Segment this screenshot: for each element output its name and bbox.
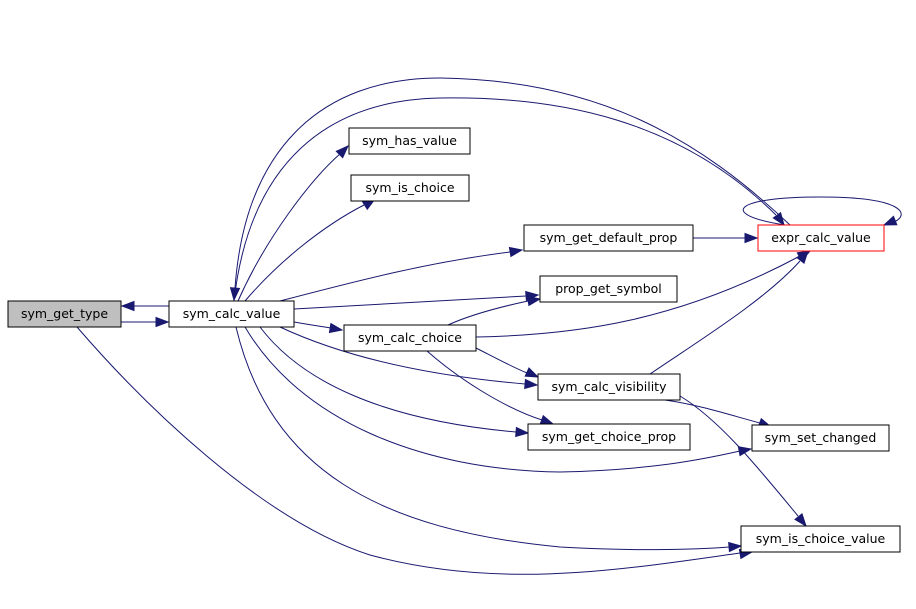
node-label: sym_has_value bbox=[362, 133, 457, 148]
node-sym-calc-visibility[interactable]: sym_calc_visibility bbox=[537, 373, 681, 401]
edge-arrowhead bbox=[229, 287, 241, 302]
edge-sym-calc-choice-to-sym-calc-visibility bbox=[475, 347, 540, 378]
edge-sym-calc-visibility-to-sym-is-choice-value bbox=[679, 395, 807, 528]
edge-arrowhead bbox=[515, 426, 530, 438]
node-box bbox=[740, 525, 901, 553]
edge-line bbox=[475, 347, 528, 374]
edge-arrowhead bbox=[524, 378, 539, 390]
edge-arrowhead bbox=[794, 512, 807, 528]
edge-sym-calc-value-to-sym-has-value bbox=[237, 144, 350, 302]
edge-sym-calc-visibility-to-expr-calc-value bbox=[649, 249, 809, 375]
edge-sym-calc-value-to-sym-set-changed bbox=[244, 326, 753, 473]
edge-line bbox=[235, 326, 730, 551]
edge-arrowhead bbox=[526, 295, 542, 307]
node-sym-is-choice-value[interactable]: sym_is_choice_value bbox=[740, 525, 901, 553]
edge-sym-calc-choice-to-sym-get-choice-prop bbox=[426, 350, 555, 425]
node-label: sym_get_type bbox=[21, 306, 108, 321]
edge-arrowhead bbox=[772, 211, 785, 227]
node-box bbox=[350, 174, 470, 202]
node-label: sym_calc_visibility bbox=[552, 379, 668, 394]
edge-sym-get-type-to-sym-calc-value bbox=[121, 316, 170, 328]
node-expr-calc-value[interactable]: expr_calc_value bbox=[757, 224, 885, 252]
node-box bbox=[168, 300, 295, 328]
node-box bbox=[539, 275, 678, 303]
edge-sym-calc-value-to-sym-get-default-prop bbox=[279, 246, 524, 302]
node-box bbox=[527, 423, 691, 451]
edge-arrowhead bbox=[539, 414, 555, 425]
edge-line bbox=[244, 204, 365, 302]
node-box bbox=[348, 127, 471, 155]
edge-line bbox=[293, 295, 527, 310]
edge-sym-calc-value-to-expr-calc-value bbox=[233, 97, 785, 302]
node-box bbox=[523, 224, 694, 252]
edge-arrowhead bbox=[737, 446, 753, 457]
node-label: sym_is_choice bbox=[365, 180, 454, 195]
edge-sym-calc-choice-to-prop-get-symbol bbox=[447, 295, 542, 326]
node-sym-has-value[interactable]: sym_has_value bbox=[348, 127, 471, 155]
node-sym-get-type[interactable]: sym_get_type bbox=[7, 300, 122, 328]
node-label: sym_calc_value bbox=[183, 306, 281, 321]
edge-arrowhead bbox=[744, 232, 759, 244]
edge-sym-calc-value-to-sym-is-choice-value bbox=[235, 326, 743, 553]
edge-sym-calc-value-to-prop-get-symbol bbox=[293, 290, 540, 310]
edge-line bbox=[234, 77, 791, 289]
edge-line bbox=[293, 321, 332, 329]
edge-arrowhead bbox=[728, 541, 743, 553]
node-box bbox=[757, 224, 885, 252]
edge-line bbox=[742, 196, 902, 226]
edge-line bbox=[259, 326, 517, 433]
node-sym-set-changed[interactable]: sym_set_changed bbox=[751, 424, 890, 452]
edge-arrowhead bbox=[328, 322, 344, 334]
edge-line bbox=[475, 255, 801, 338]
edge-arrowhead bbox=[796, 249, 809, 265]
node-sym-get-choice-prop[interactable]: sym_get_choice_prop bbox=[527, 423, 691, 451]
node-sym-get-default-prop[interactable]: sym_get_default_prop bbox=[523, 224, 694, 252]
edge-sym-calc-visibility-to-sym-set-changed bbox=[664, 399, 773, 428]
node-label: sym_get_choice_prop bbox=[542, 429, 676, 444]
edge-line bbox=[76, 326, 741, 575]
node-box bbox=[7, 300, 122, 328]
edge-line bbox=[279, 251, 511, 302]
edges-layer bbox=[76, 77, 902, 575]
edge-sym-calc-value-to-sym-get-choice-prop bbox=[259, 326, 530, 438]
edge-arrowhead bbox=[120, 300, 135, 312]
edge-arrowhead bbox=[524, 367, 540, 378]
edge-line bbox=[679, 395, 799, 517]
edge-line bbox=[664, 399, 761, 424]
edge-line bbox=[279, 326, 526, 385]
node-prop-get-symbol[interactable]: prop_get_symbol bbox=[539, 275, 678, 303]
edge-expr-calc-value-to-sym-calc-value bbox=[229, 77, 791, 302]
node-box bbox=[751, 424, 890, 452]
edge-line bbox=[244, 326, 741, 473]
node-label: prop_get_symbol bbox=[555, 281, 662, 296]
node-label: sym_get_default_prop bbox=[540, 230, 678, 245]
node-label: expr_calc_value bbox=[771, 230, 871, 245]
edge-line bbox=[233, 97, 777, 302]
node-label: sym_is_choice_value bbox=[756, 531, 886, 546]
node-box bbox=[537, 373, 681, 401]
node-box bbox=[343, 324, 477, 352]
edge-sym-calc-value-to-sym-calc-choice bbox=[293, 321, 344, 334]
edge-line bbox=[237, 152, 342, 302]
node-label: sym_calc_choice bbox=[358, 330, 462, 345]
edge-expr-calc-value-to-expr-calc-value bbox=[742, 196, 902, 226]
edge-sym-calc-value-to-sym-get-type bbox=[120, 300, 169, 312]
edge-sym-calc-value-to-sym-calc-visibility bbox=[279, 326, 539, 390]
edge-line bbox=[426, 350, 543, 421]
edge-arrowhead bbox=[335, 144, 350, 159]
node-sym-is-choice[interactable]: sym_is_choice bbox=[350, 174, 470, 202]
node-label: sym_set_changed bbox=[765, 430, 877, 445]
edge-sym-get-default-prop-to-expr-calc-value bbox=[693, 232, 759, 244]
edge-line bbox=[649, 260, 801, 375]
edge-arrowhead bbox=[508, 246, 524, 258]
edge-arrowhead bbox=[155, 316, 170, 328]
node-sym-calc-choice[interactable]: sym_calc_choice bbox=[343, 324, 477, 352]
edge-arrowhead bbox=[882, 215, 898, 226]
edge-line bbox=[447, 300, 529, 326]
node-sym-calc-value[interactable]: sym_calc_value bbox=[168, 300, 295, 328]
